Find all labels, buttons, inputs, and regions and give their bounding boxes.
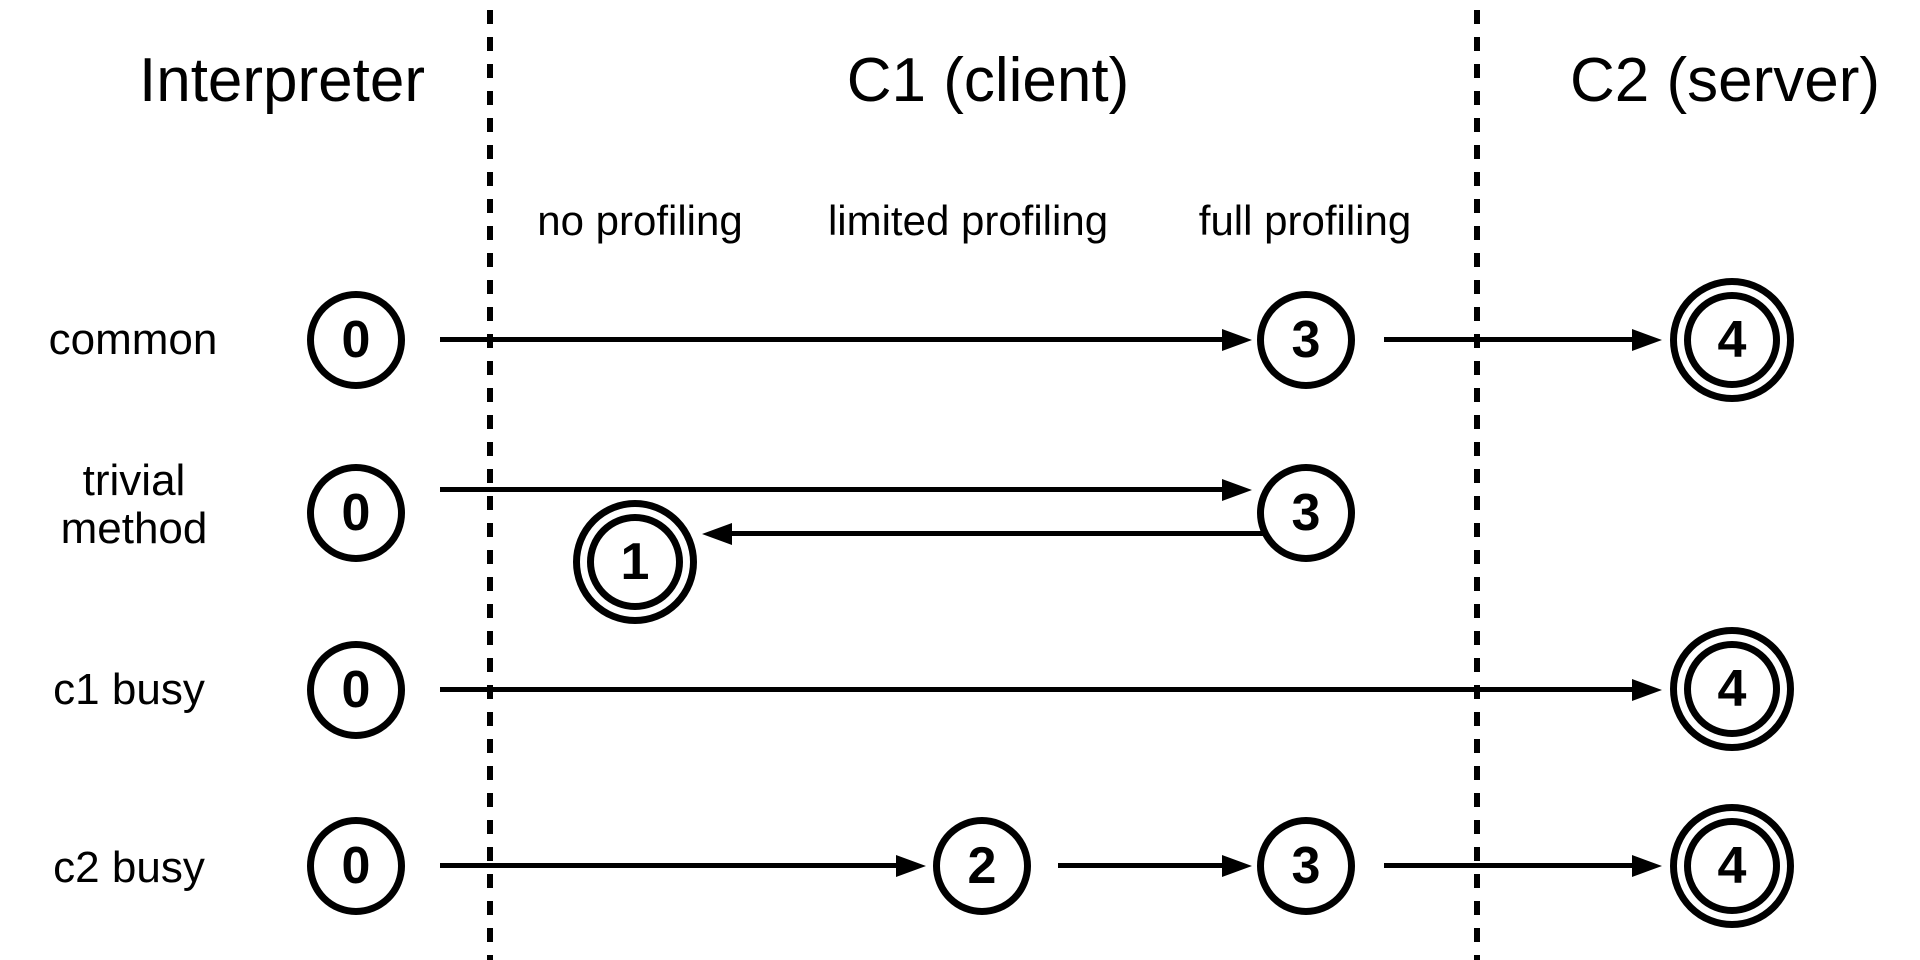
column-divider-c1-c2 — [1474, 10, 1480, 960]
row-label-c1-busy: c1 busy — [53, 665, 205, 714]
state-node-c1busy-tier4-final: 4 — [1670, 627, 1794, 751]
column-divider-interpreter-c1 — [487, 10, 493, 960]
state-node-c2busy-tier0: 0 — [307, 817, 405, 915]
arrow-trivial-3-to-1 — [702, 523, 1266, 545]
state-node-c2busy-tier3: 3 — [1257, 817, 1355, 915]
state-node-c1busy-tier0: 0 — [307, 641, 405, 739]
arrow-c2busy-0-to-2 — [440, 855, 926, 877]
state-node-c1busy-tier4-value: 4 — [1684, 641, 1780, 737]
arrow-trivial-0-to-3 — [440, 479, 1252, 501]
state-node-c2busy-tier4-value: 4 — [1684, 818, 1780, 914]
state-node-c2busy-tier4-final: 4 — [1670, 804, 1794, 928]
state-node-trivial-tier0: 0 — [307, 464, 405, 562]
state-node-trivial-tier1-value: 1 — [587, 514, 683, 610]
row-label-c2-busy: c2 busy — [53, 843, 205, 892]
sublabel-no-profiling: no profiling — [537, 197, 743, 244]
arrow-c2busy-2-to-3 — [1058, 855, 1252, 877]
row-label-common: common — [48, 315, 218, 364]
row-label-trivial-line1: trivial — [82, 456, 186, 505]
state-node-trivial-tier1-final: 1 — [573, 500, 697, 624]
state-node-common-tier0: 0 — [307, 291, 405, 389]
arrow-c1busy-0-to-4 — [440, 679, 1662, 701]
column-title-c1-client: C1 (client) — [846, 46, 1130, 115]
sublabel-full-profiling: full profiling — [1198, 197, 1412, 244]
arrow-common-0-to-3 — [440, 329, 1252, 351]
row-label-trivial-line2: method — [60, 504, 208, 553]
state-node-common-tier4-value: 4 — [1684, 292, 1780, 388]
arrow-common-3-to-4 — [1384, 329, 1662, 351]
state-node-common-tier3: 3 — [1257, 291, 1355, 389]
arrow-c2busy-3-to-4 — [1384, 855, 1662, 877]
state-node-c2busy-tier2: 2 — [933, 817, 1031, 915]
row-label-trivial-method: trivial method — [61, 457, 208, 553]
sublabel-limited-profiling: limited profiling — [827, 197, 1109, 244]
column-title-interpreter: Interpreter — [138, 46, 426, 115]
state-node-trivial-tier3: 3 — [1257, 464, 1355, 562]
column-title-c2-server: C2 (server) — [1569, 46, 1881, 115]
state-node-common-tier4-final: 4 — [1670, 278, 1794, 402]
